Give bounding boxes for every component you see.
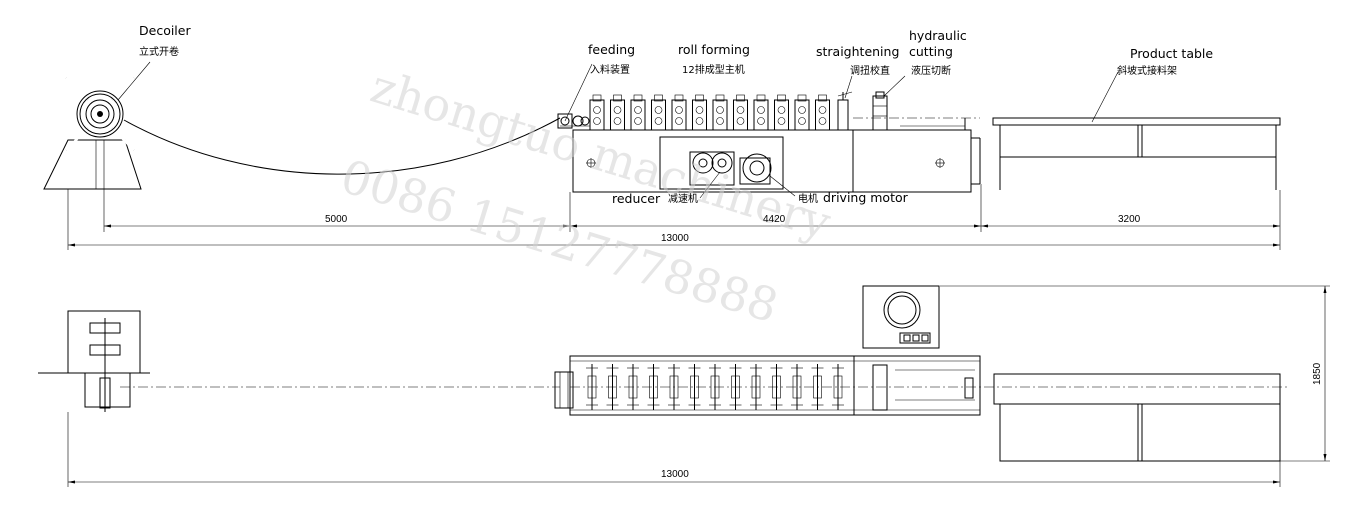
product-table-label-cn: 斜坡式接料架 bbox=[1117, 64, 1177, 77]
roll-forming-label-cn: 12排成型主机 bbox=[682, 63, 745, 76]
top-dimensions bbox=[67, 285, 1330, 487]
motor-label: driving motor bbox=[823, 190, 909, 205]
dim-machine-length: 4420 bbox=[763, 214, 786, 225]
reducer-label: reducer bbox=[612, 191, 661, 206]
roll-stand bbox=[794, 94, 810, 131]
dimension-labels: 5000 4420 3200 13000 13000 1850 bbox=[325, 214, 1323, 480]
hydraulic-label: hydraulic bbox=[909, 28, 967, 43]
straightening-label-cn: 调扭校直 bbox=[850, 64, 890, 77]
side-dimensions bbox=[67, 140, 1281, 250]
roll-stand bbox=[630, 94, 646, 131]
dim-decoiler-to-machine: 5000 bbox=[325, 214, 348, 225]
dim-width: 1850 bbox=[1312, 362, 1323, 385]
roll-stand bbox=[712, 94, 728, 131]
roll-stand bbox=[589, 94, 605, 131]
dim-total-length-top: 13000 bbox=[661, 469, 689, 480]
dim-total-length-side: 13000 bbox=[661, 233, 689, 244]
cutting-label-cn: 液压切断 bbox=[911, 64, 951, 77]
straightening-label: straightening bbox=[816, 44, 899, 59]
product-table-top bbox=[993, 373, 1281, 462]
decoiler-top bbox=[38, 310, 560, 412]
roll-stand bbox=[733, 94, 748, 131]
product-table-label: Product table bbox=[1130, 46, 1213, 61]
labels: Decoiler 立式开卷 feeding 入料装置 roll forming … bbox=[139, 23, 1213, 206]
roll-stand bbox=[671, 94, 687, 131]
decoiler-label: Decoiler bbox=[139, 23, 191, 38]
roll-stand bbox=[753, 94, 769, 131]
roll-stand bbox=[774, 94, 789, 131]
cutting-label: cutting bbox=[909, 44, 953, 59]
roll-stand bbox=[815, 94, 830, 131]
motor-label-cn: 电机 bbox=[798, 192, 818, 205]
roll-forming-machine-side bbox=[557, 63, 981, 199]
roll-forming-machine-top bbox=[554, 285, 1290, 416]
top-view bbox=[38, 285, 1330, 487]
reducer-label-cn: 减速机 bbox=[668, 192, 698, 205]
dim-product-table-length: 3200 bbox=[1118, 214, 1141, 225]
decoiler-side bbox=[43, 61, 561, 190]
roll-stand bbox=[692, 94, 707, 131]
roll-stand-top bbox=[688, 364, 701, 410]
roll-stand bbox=[610, 94, 625, 131]
roll-forming-label: roll forming bbox=[678, 42, 750, 57]
product-table-side bbox=[992, 71, 1281, 190]
feeding-label-cn: 入料装置 bbox=[590, 63, 630, 76]
feeding-label: feeding bbox=[588, 42, 635, 57]
roll-stand bbox=[651, 94, 666, 131]
decoiler-label-cn: 立式开卷 bbox=[139, 45, 179, 58]
side-view bbox=[43, 61, 1281, 250]
